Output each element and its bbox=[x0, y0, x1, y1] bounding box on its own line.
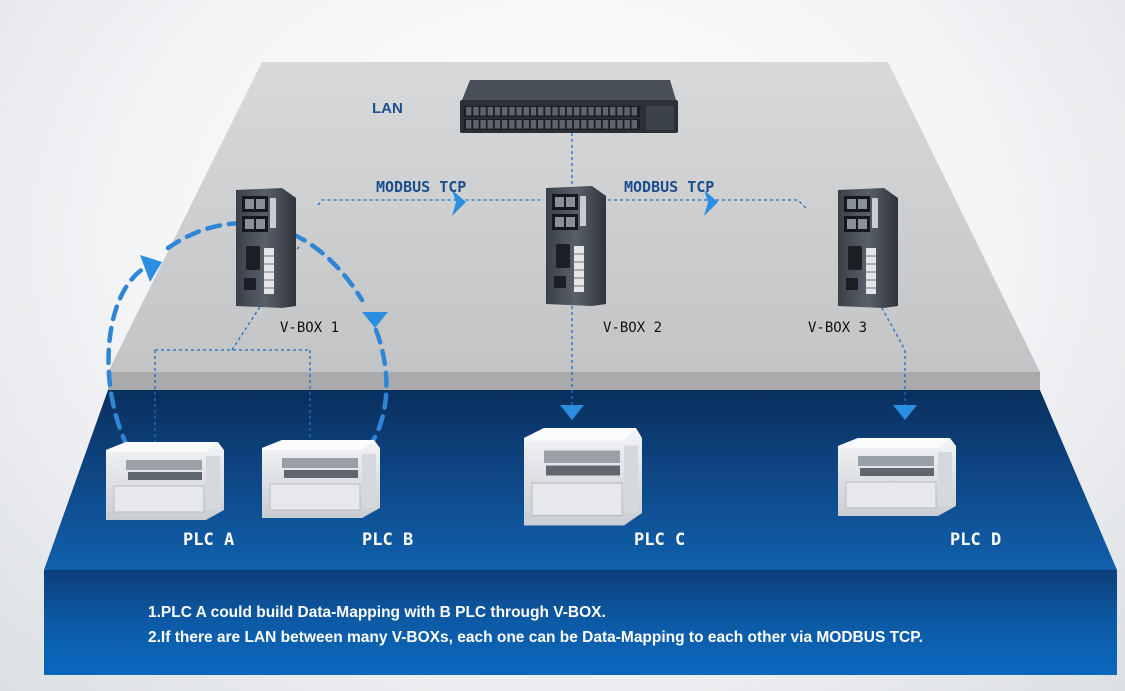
switch-port bbox=[530, 107, 537, 116]
switch-port bbox=[545, 120, 551, 129]
switch-port bbox=[595, 120, 601, 129]
plc-d-label: PLC D bbox=[950, 530, 1001, 550]
switch-port bbox=[602, 120, 609, 129]
data-mapping-loop bbox=[106, 220, 389, 451]
plc-a-label: PLC A bbox=[183, 530, 234, 550]
switch-port bbox=[466, 120, 472, 129]
switch-port bbox=[494, 107, 501, 116]
plc-c-label: PLC C bbox=[634, 530, 685, 550]
switch-port bbox=[631, 107, 637, 116]
vbox-device-3 bbox=[837, 187, 899, 309]
switch-port bbox=[552, 107, 558, 116]
switch-port bbox=[574, 120, 580, 129]
down-arrow-icon bbox=[893, 405, 917, 420]
network-switch bbox=[460, 80, 678, 133]
loop-arrow-icon bbox=[362, 312, 388, 328]
switch-port bbox=[588, 107, 594, 116]
switch-port bbox=[523, 120, 529, 129]
switch-port bbox=[530, 120, 537, 129]
switch-port bbox=[509, 107, 515, 116]
switch-port bbox=[602, 107, 609, 116]
switch-port bbox=[566, 107, 573, 116]
switch-port bbox=[559, 107, 565, 116]
switch-port bbox=[523, 107, 529, 116]
vbox-3-label: V-BOX 3 bbox=[808, 320, 867, 336]
flow-arrow-icon bbox=[704, 190, 718, 216]
notes-caption: 1.PLC A could build Data-Mapping with B … bbox=[148, 600, 1108, 650]
plc-d-device bbox=[837, 437, 957, 517]
switch-port bbox=[502, 107, 508, 116]
switch-port bbox=[624, 107, 630, 116]
down-arrow-icon bbox=[560, 405, 584, 420]
plc-a-device bbox=[105, 441, 225, 521]
switch-port bbox=[494, 120, 501, 129]
lan-label: LAN bbox=[372, 100, 403, 117]
vbox-1-label: V-BOX 1 bbox=[280, 320, 339, 336]
switch-port bbox=[559, 120, 565, 129]
switch-port bbox=[617, 120, 623, 129]
switch-port bbox=[610, 107, 616, 116]
flow-arrow-icon bbox=[452, 190, 466, 216]
modbus-label-2: MODBUS TCP bbox=[624, 178, 714, 196]
switch-port bbox=[574, 107, 580, 116]
plc-c-device bbox=[523, 427, 643, 527]
switch-port bbox=[502, 120, 508, 129]
loop-arrow-icon bbox=[140, 255, 162, 282]
note-2: 2.If there are LAN between many V-BOXs, … bbox=[148, 629, 923, 646]
switch-port bbox=[610, 120, 616, 129]
plc-b-label: PLC B bbox=[362, 530, 413, 550]
switch-port bbox=[552, 120, 558, 129]
vbox-2-label: V-BOX 2 bbox=[603, 320, 662, 336]
modbus-label-1: MODBUS TCP bbox=[376, 178, 466, 196]
vbox-device-1 bbox=[235, 187, 297, 309]
switch-port bbox=[487, 120, 493, 129]
switch-port bbox=[545, 107, 551, 116]
switch-port bbox=[538, 120, 544, 129]
plc-b-device bbox=[261, 439, 381, 519]
switch-port bbox=[566, 120, 573, 129]
switch-port bbox=[624, 120, 630, 129]
switch-port bbox=[617, 107, 623, 116]
switch-port bbox=[581, 120, 587, 129]
switch-port bbox=[509, 120, 515, 129]
switch-port bbox=[581, 107, 587, 116]
note-1: 1.PLC A could build Data-Mapping with B … bbox=[148, 604, 606, 621]
switch-port bbox=[466, 107, 472, 116]
link-vbox1-vbox2 bbox=[317, 199, 540, 206]
switch-port bbox=[538, 107, 544, 116]
switch-port bbox=[487, 107, 493, 116]
switch-port bbox=[480, 107, 486, 116]
link-vbox2-vbox3 bbox=[590, 199, 809, 211]
switch-port bbox=[595, 107, 601, 116]
switch-port bbox=[480, 120, 486, 129]
vbox-device-2 bbox=[545, 185, 607, 307]
switch-port bbox=[473, 120, 479, 129]
switch-port bbox=[516, 107, 522, 116]
switch-port bbox=[588, 120, 594, 129]
switch-port bbox=[631, 120, 637, 129]
switch-port bbox=[473, 107, 479, 116]
switch-port bbox=[516, 120, 522, 129]
